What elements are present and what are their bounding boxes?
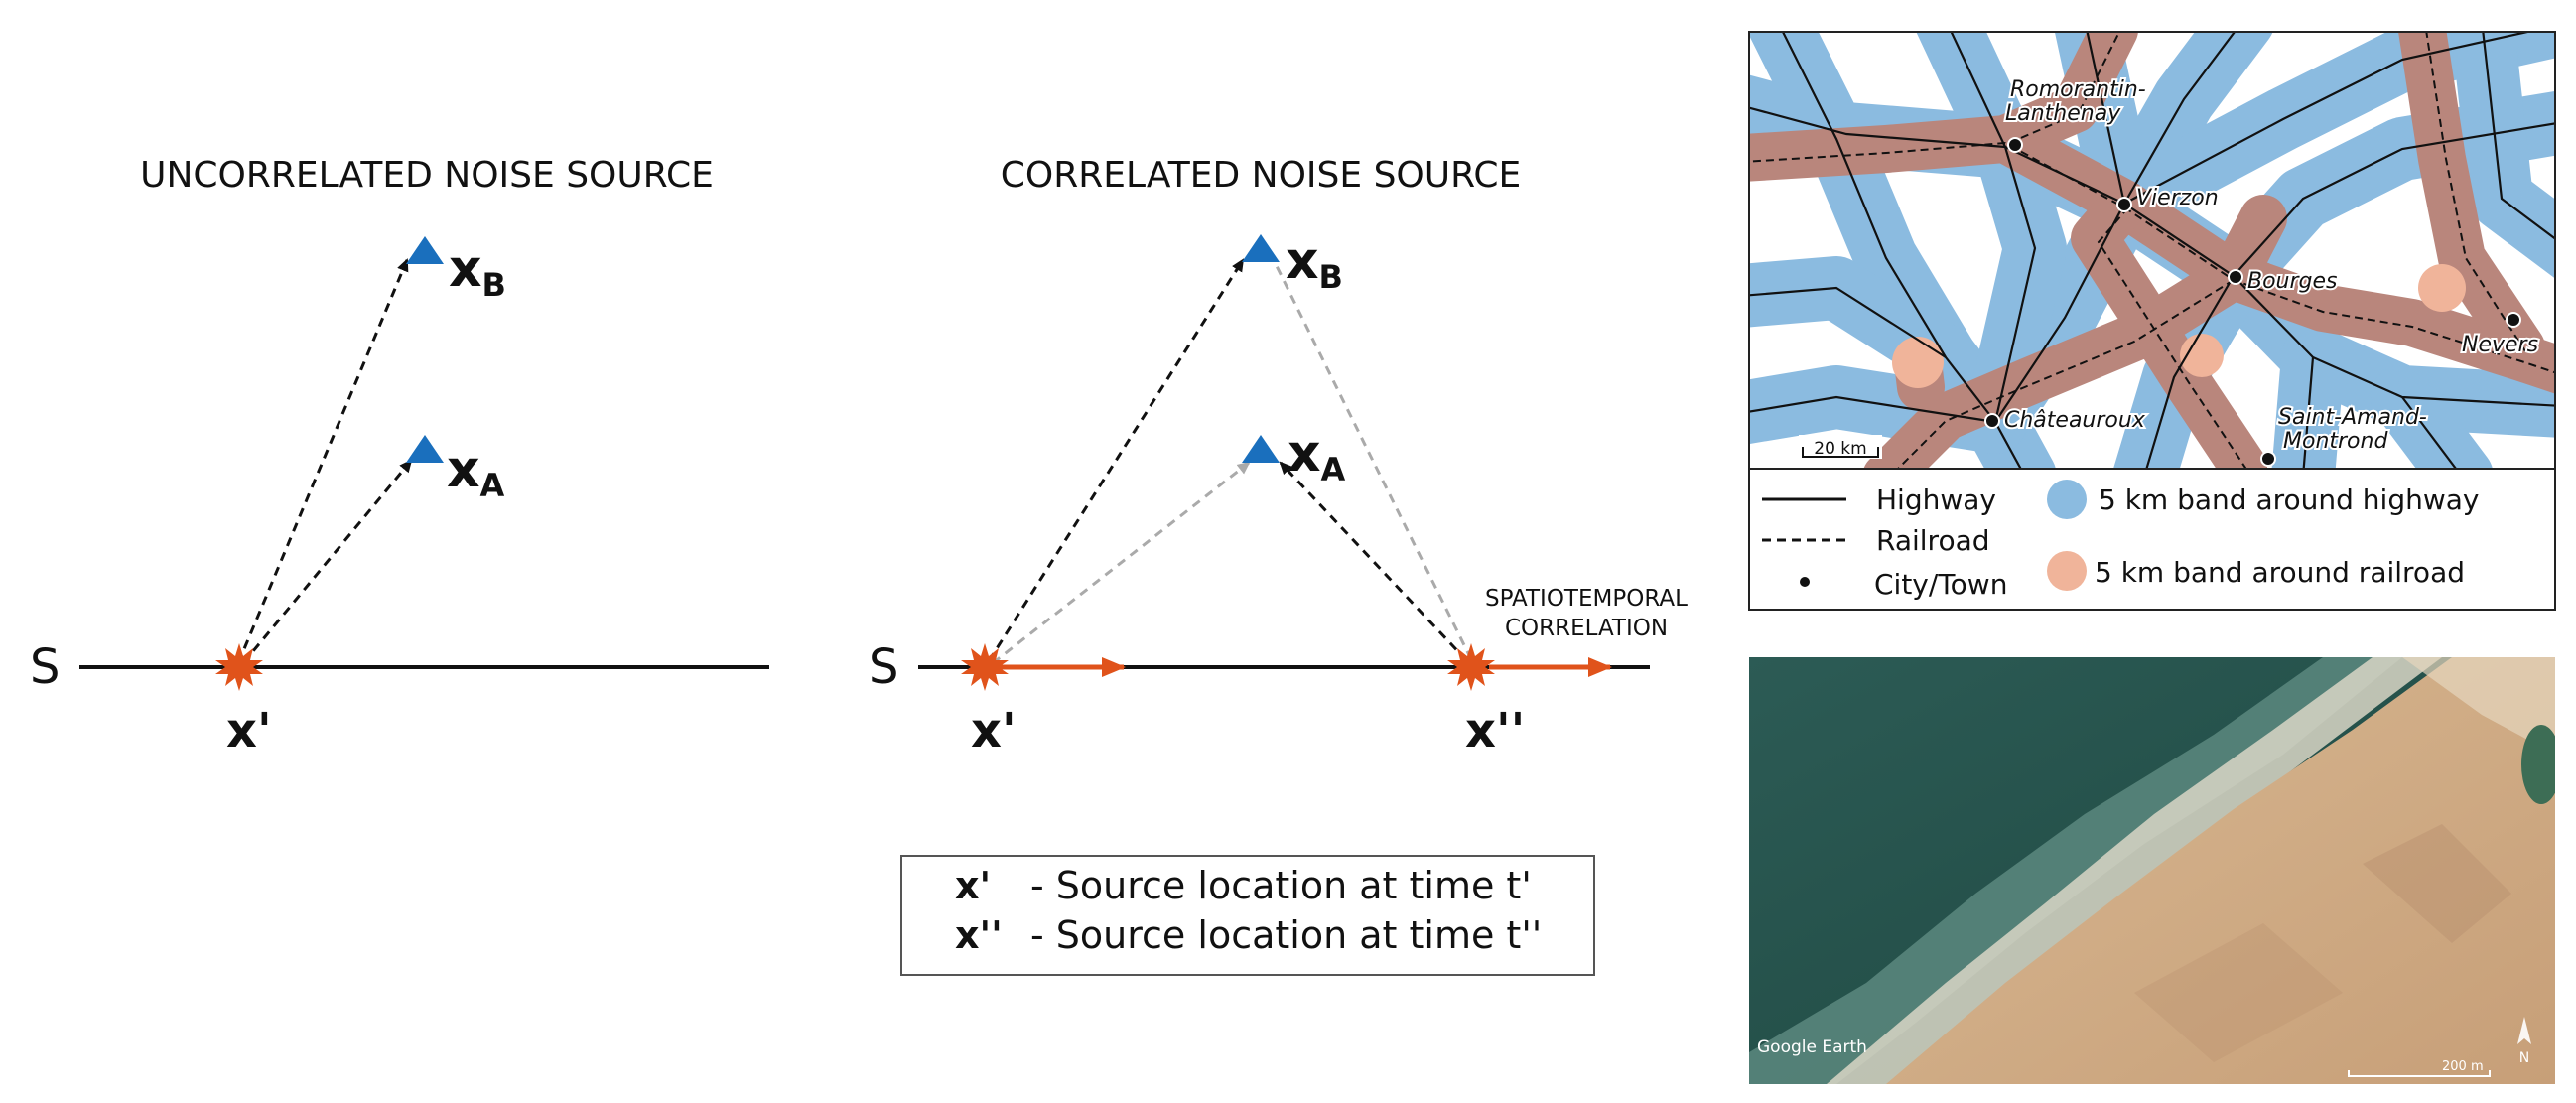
city-vierzon: Vierzon	[2136, 186, 2219, 210]
source-label: x'	[226, 703, 272, 758]
google-earth-watermark: Google Earth	[1757, 1037, 1867, 1057]
legend-highway-band-label: 5 km band around highway	[2099, 483, 2479, 516]
source2-label: x''	[1465, 703, 1525, 758]
source1-label: x'	[971, 703, 1017, 758]
receiver-a-triangle	[1242, 435, 1280, 463]
legend-symbol-1: x'	[955, 864, 991, 907]
legend-city-label: City/Town	[1874, 568, 2007, 601]
uncorrelated-panel: UNCORRELATED NOISE SOURCE S xB xA x'	[30, 155, 769, 758]
receiver-b-label: xB	[1286, 231, 1343, 296]
city-romorantin: Romorantin-Lanthenay	[2005, 77, 2146, 126]
legend-city-swatch	[1800, 577, 1810, 587]
satellite-scale-label: 200 m	[2442, 1059, 2484, 1074]
map-scale-label: 20 km	[1814, 439, 1866, 459]
noise-source-star-2	[1447, 643, 1495, 691]
receiver-b-label: xB	[449, 239, 506, 304]
map-legend-box	[1748, 468, 2556, 611]
annotation-line-2: CORRELATION	[1505, 616, 1668, 641]
correlated-panel: CORRELATED NOISE SOURCE S xB xA x' x'' S…	[869, 155, 1688, 976]
satellite-image: Google Earth 200 m N	[1749, 657, 2555, 1084]
railroad-lines	[1749, 32, 2555, 469]
satellite-scale-bar: 200 m	[2348, 1059, 2491, 1077]
legend-railroad-label: Railroad	[1876, 524, 1990, 557]
receiver-b-triangle	[406, 236, 444, 264]
receiver-a-triangle	[406, 435, 444, 463]
legend-text-1: - Source location at time t'	[1030, 864, 1532, 907]
uncorrelated-title: UNCORRELATED NOISE SOURCE	[140, 155, 714, 196]
path-to-receiver-a	[241, 459, 413, 664]
receiver-a-label: xA	[1288, 424, 1346, 488]
city-bourges: Bourges	[2247, 269, 2338, 294]
city-markers	[1984, 137, 2521, 467]
legend-highway-label: Highway	[1876, 483, 1996, 516]
legend-railroad-band-label: 5 km band around railroad	[2095, 556, 2465, 589]
city-saint-amand: Saint-Amand-Montrond	[2278, 405, 2427, 454]
correlated-title: CORRELATED NOISE SOURCE	[1001, 155, 1521, 196]
source-line-label: S	[30, 639, 60, 695]
annotation-line-1: SPATIOTEMPORAL	[1485, 586, 1688, 612]
receiver-b-triangle	[1242, 234, 1280, 262]
road-rail-map: Romorantin-Lanthenay Vierzon Bourges Nev…	[1748, 31, 2556, 611]
city-chateauroux: Châteauroux	[2004, 408, 2146, 433]
legend-highway-band-swatch	[2047, 480, 2087, 519]
source-line-label: S	[869, 639, 898, 695]
legend-railroad-band-swatch	[2047, 551, 2087, 591]
path-x2-to-receiver-b	[1273, 261, 1473, 660]
beach-sand	[1886, 657, 2555, 1084]
noise-source-star	[215, 643, 263, 691]
map-legend: Highway Railroad City/Town 5 km band aro…	[1748, 468, 2556, 611]
city-nevers: Nevers	[2462, 333, 2538, 357]
legend-text-2: - Source location at time t''	[1030, 913, 1542, 957]
path-x2-to-receiver-a	[1279, 461, 1469, 663]
legend-symbol-2: x''	[955, 913, 1003, 957]
time-legend-box	[900, 855, 1595, 976]
receiver-a-label: xA	[447, 440, 505, 504]
noise-source-star-1	[961, 643, 1009, 691]
path-x1-to-receiver-a	[992, 461, 1251, 665]
map-scale-bar: 20 km	[1799, 435, 1882, 459]
north-arrow-icon: N	[2517, 1017, 2531, 1066]
path-x1-to-receiver-b	[987, 258, 1245, 662]
path-to-receiver-b	[236, 258, 409, 664]
north-label: N	[2519, 1050, 2529, 1066]
time-legend: x' - Source location at time t' x'' - So…	[900, 855, 1595, 976]
